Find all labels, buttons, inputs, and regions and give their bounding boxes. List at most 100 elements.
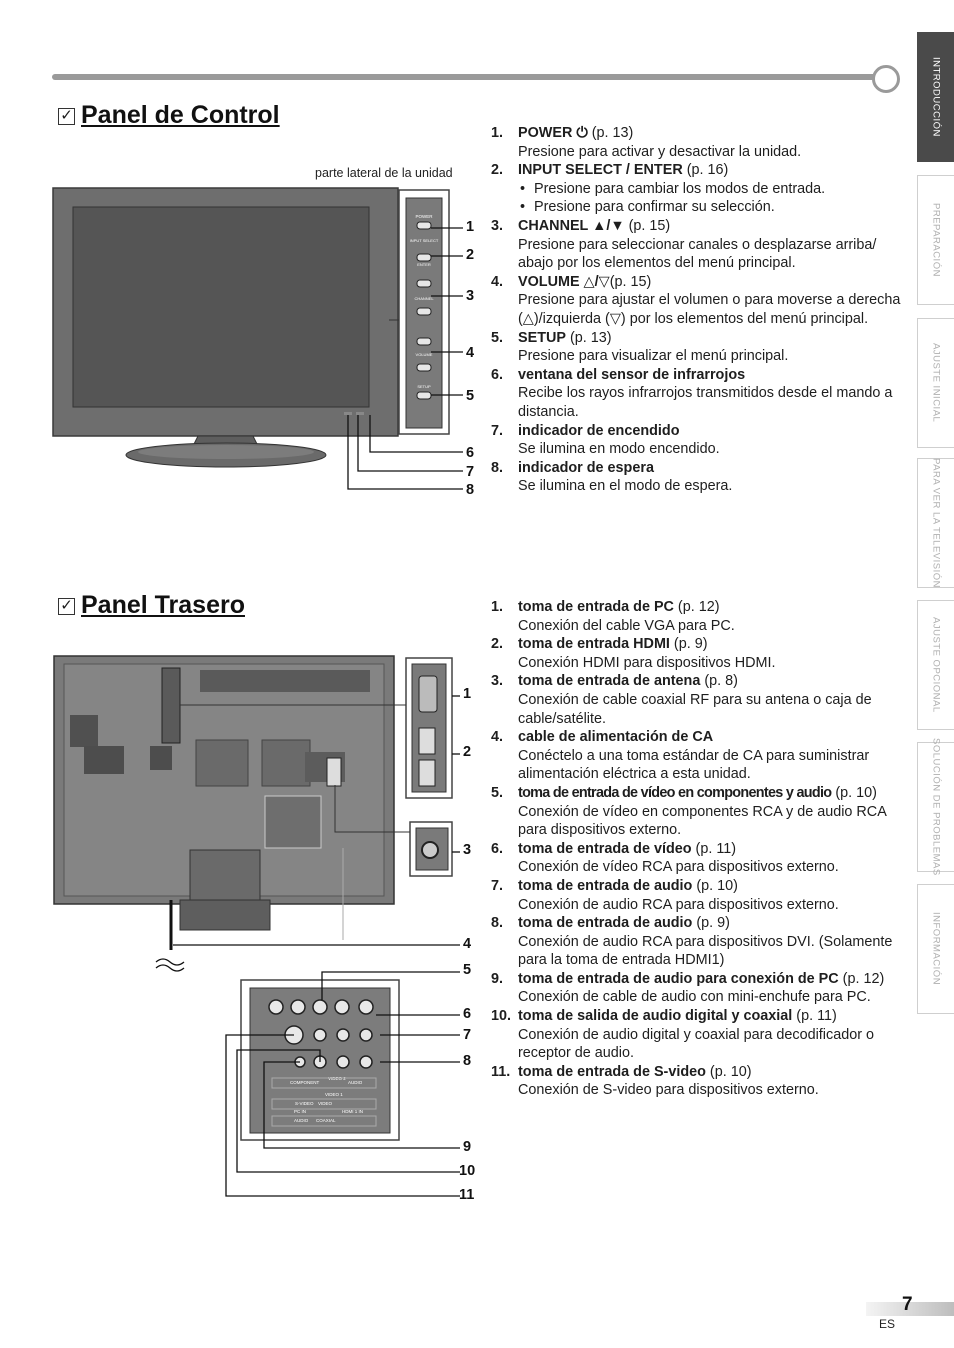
callout-number: 5 [466, 388, 475, 404]
panel-label-enter: ENTER [417, 262, 431, 267]
item-title: toma de entrada de vídeo [518, 840, 692, 857]
tv-rear-diagram: COMPONENT VIDEO 2 AUDIO VIDEO 1 S-VIDEO … [53, 655, 460, 1197]
item-title: toma de entrada HDMI [518, 636, 670, 653]
callout-number: 5 [463, 962, 472, 978]
panel-label-volume: VOLUME [416, 352, 433, 357]
item-title: toma de entrada de audio [518, 915, 693, 932]
item-title: SETUP [518, 329, 566, 346]
side-tab[interactable]: AJUSTE OPCIONAL [917, 600, 954, 730]
item-page-ref: (p. 9) [669, 636, 708, 653]
item-title: VOLUME △/▽ [518, 273, 610, 290]
callout-number: 11 [459, 1187, 475, 1203]
item-page-ref: (p. 12) [673, 599, 720, 615]
side-tab[interactable]: AJUSTE INICIAL [917, 318, 954, 448]
item-number: 9. [491, 970, 504, 987]
jack-label-svideo: S-VIDEO [295, 1101, 314, 1106]
item-description: Presione para activar y desactivar la un… [518, 143, 802, 160]
page-number: 7 [902, 1294, 913, 1315]
checkbox-icon: ✓ [58, 598, 75, 615]
item-title: cable de alimentación de CA [518, 729, 714, 746]
item-description: Conexión HDMI para dispositivos HDMI. [518, 654, 776, 671]
item-number: 2. [491, 636, 504, 653]
side-tab-label: INTRODUCCIÓN [930, 57, 942, 137]
item-title: toma de entrada de vídeo en componentes … [518, 784, 832, 801]
list-item: 3.CHANNEL ▲/▼ (p. 15)Presione para selec… [491, 217, 901, 273]
item-title: ventana del sensor de infrarrojos [518, 366, 746, 383]
callout-number: 4 [466, 345, 475, 361]
callout-number: 7 [463, 1027, 472, 1043]
item-description: Presione para visualizar el menú princip… [518, 348, 789, 365]
side-tab-label: AJUSTE INICIAL [930, 343, 942, 423]
list-item: 4.VOLUME △/▽(p. 15)Presione para ajustar… [491, 273, 901, 329]
header-rule [52, 74, 878, 80]
item-number: 1. [491, 125, 504, 141]
item-title: toma de entrada de antena [518, 673, 701, 690]
item-description: Conéctelo a una toma estándar de CA para… [518, 747, 870, 783]
list-item: 6.toma de entrada de vídeo (p. 11)Conexi… [491, 840, 903, 877]
side-tab[interactable]: PREPARACIÓN [917, 175, 954, 305]
item-title: INPUT SELECT / ENTER [518, 162, 683, 179]
item-page-ref: (p. 15) [609, 273, 652, 290]
item-page-ref: (p. 8) [700, 673, 738, 690]
page-number-bar [866, 1302, 954, 1316]
panel-label-channel: CHANNEL [414, 296, 434, 301]
list-item: 8.toma de entrada de audio (p. 9)Conexió… [491, 914, 903, 970]
callout-number: 4 [463, 936, 472, 952]
control-panel-list: 1.POWER ⏻ (p. 13)Presione para activar y… [491, 124, 901, 496]
item-title: indicador de espera [518, 459, 654, 476]
jack-label-component: COMPONENT [290, 1080, 320, 1085]
side-tab[interactable]: PARA VER LA TELEVISIÓN [917, 458, 954, 588]
header-rule-end-circle [872, 65, 900, 93]
side-tab[interactable]: INTRODUCCIÓN [917, 32, 954, 162]
item-number: 7. [491, 877, 504, 894]
callout-number: 1 [466, 219, 475, 235]
item-description: Se ilumina en modo encendido. [518, 441, 720, 458]
list-item: 11.toma de entrada de S-video (p. 10)Con… [491, 1063, 903, 1100]
list-item: 2. INPUT SELECT / ENTER (p. 16) Presione p… [491, 161, 901, 217]
item-number: 10. [491, 1008, 512, 1025]
item-bullet: Presione para confirmar su selección. [518, 198, 901, 217]
jack-label-video1: VIDEO 1 [325, 1092, 343, 1097]
list-item: 5.SETUP (p. 13)Presione para visualizar … [491, 329, 901, 366]
callout-number: 3 [466, 288, 475, 304]
item-number: 2. [491, 162, 504, 179]
item-number: 11. [491, 1063, 511, 1080]
item-description: Conexión de S-video para dispositivos ex… [518, 1082, 819, 1099]
page-language: ES [879, 1317, 896, 1331]
item-description: Conexión de audio RCA para dispositivos … [518, 896, 839, 913]
panel-label-setup: SETUP [417, 384, 431, 389]
item-number: 7. [491, 422, 504, 439]
jack-label-coaxial: COAXIAL [316, 1118, 336, 1123]
callout-number: 6 [463, 1006, 472, 1022]
side-tab[interactable]: SOLUCIÓN DE PROBLEMAS [917, 738, 954, 876]
list-item: 10. toma de salida de audio digital y coa… [491, 1007, 903, 1063]
item-number: 6. [491, 366, 504, 383]
item-title: CHANNEL ▲/▼ [518, 217, 625, 234]
item-description: Conexión de audio RCA para dispositivos … [518, 933, 893, 969]
callout-number: 6 [466, 445, 475, 461]
item-number: 8. [491, 459, 504, 476]
side-tab[interactable]: INFORMACIÓN [917, 884, 954, 1014]
side-tab-label: PARA VER LA TELEVISIÓN [930, 458, 942, 588]
callout-number: 3 [463, 842, 472, 858]
item-page-ref: (p. 16) [682, 162, 729, 179]
list-item: 2. toma de entrada HDMI (p. 9)Conexión HD… [491, 635, 903, 672]
callout-number: 9 [463, 1139, 472, 1155]
tv-front-diagram: POWER INPUT SELECT ENTER CHANNEL VOLUME … [52, 187, 463, 490]
jack-label-pc-audio: AUDIO [294, 1118, 309, 1123]
item-page-ref: (p. 11) [691, 840, 737, 857]
item-description: Conexión de cable coaxial RF para su ant… [518, 691, 872, 727]
list-item: 9.toma de entrada de audio para conexión… [491, 970, 903, 1007]
list-item: 1.toma de entrada de PC (p. 12)Conexión … [491, 598, 903, 635]
list-item: 5.toma de entrada de vídeo en componente… [491, 784, 903, 840]
rear-panel-title: Panel Trasero [81, 591, 245, 619]
item-title: toma de salida de audio digital y coaxia… [518, 1008, 793, 1025]
item-number: 6. [491, 840, 504, 857]
item-title: toma de entrada de PC [518, 599, 674, 615]
item-title: toma de entrada de audio [518, 877, 693, 894]
item-page-ref: (p. 15) [624, 217, 671, 234]
item-description: Conexión de cable de audio con mini-ench… [518, 989, 871, 1006]
list-item: 3.toma de entrada de antena (p. 8)Conexi… [491, 672, 903, 728]
item-number: 3. [491, 217, 504, 234]
